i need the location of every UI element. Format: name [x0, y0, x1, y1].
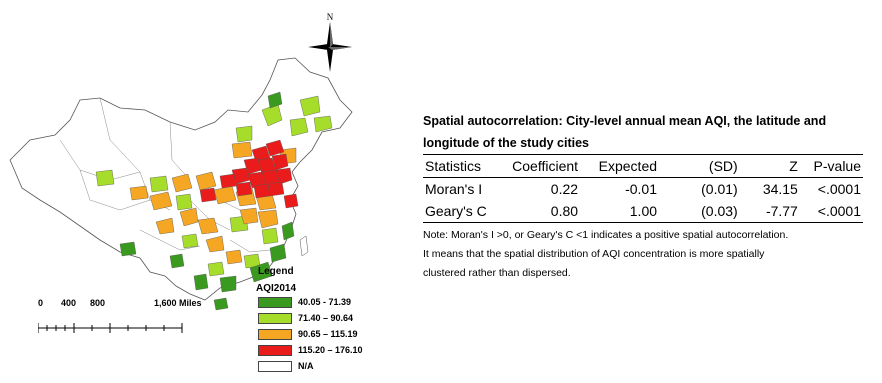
legend-label: 115.20 – 176.10 [298, 345, 363, 355]
legend-item: 115.20 – 176.10 [258, 342, 408, 358]
caption-line-2: longitude of the study cities [423, 136, 589, 150]
legend-label: 71.40 – 90.64 [298, 313, 354, 323]
island-taiwan [299, 235, 309, 257]
table-row: Moran's I 0.22 -0.01 (0.01) 34.15 <.0001 [423, 178, 863, 201]
column-header: P-value [799, 154, 863, 178]
table-cell: 1.00 [580, 200, 660, 223]
legend-subtitle: AQI2014 [256, 283, 297, 294]
table-cell: Geary's C [423, 200, 502, 223]
legend-item: 90.65 – 115.19 [258, 326, 408, 342]
column-header: (SD) [659, 154, 740, 178]
column-header: Expected [580, 154, 660, 178]
scale-label: 1,600 Miles [154, 298, 202, 308]
column-header: Coefficient [501, 154, 581, 178]
table-header-row: Statistics Coefficient Expected (SD) Z P… [423, 154, 863, 178]
autocorrelation-table-panel: Spatial autocorrelation: City-level annu… [423, 110, 863, 283]
legend-swatch [258, 312, 292, 324]
north-label: N [326, 12, 334, 22]
aqi-class-2-regions [95, 95, 333, 277]
scale-label: 400 [61, 298, 77, 308]
column-header: Statistics [423, 154, 502, 178]
scale-bar-graphic [38, 323, 183, 333]
legend-item: 71.40 – 90.64 [258, 310, 408, 326]
table-note: Note: Moran's I >0, or Geary's C <1 indi… [423, 226, 863, 283]
table-cell: (0.01) [701, 181, 738, 197]
legend-item: N/A [258, 358, 408, 374]
legend-swatch [258, 296, 292, 308]
table-cell: (0.03) [659, 200, 740, 223]
legend-swatch [258, 360, 292, 372]
table-row: Geary's C 0.80 1.00 (0.03) -7.77 <.0001 [423, 200, 863, 223]
caption-line-1: Spatial autocorrelation: City-level annu… [423, 114, 827, 128]
map-legend: Legend AQI2014 40.05 - 71.39 71.40 – 90.… [256, 266, 408, 374]
table-caption: Spatial autocorrelation: City-level annu… [423, 110, 863, 154]
table-cell: <.0001 [799, 200, 863, 223]
compass-icon [308, 22, 352, 72]
column-header: Z [739, 154, 800, 178]
legend-label: 40.05 - 71.39 [298, 297, 352, 307]
scale-label: 0 [38, 298, 44, 308]
scale-labels: 0 400 800 1,600 Miles [30, 298, 230, 312]
north-arrow: N [308, 12, 352, 72]
china-aqi-map [9, 57, 353, 311]
map-panel: N 0 400 800 1,600 Miles [0, 0, 410, 383]
note-line-3: clustered rather than dispersed. [423, 267, 571, 279]
table-cell: -7.77 [739, 200, 800, 223]
scale-label: 800 [90, 298, 106, 308]
table-cell: <.0001 [817, 181, 861, 197]
note-line-2: It means that the spatial distribution o… [423, 248, 765, 260]
legend-title: Legend [258, 266, 294, 277]
aqi-class-1-regions [119, 91, 295, 293]
legend-label: 90.65 – 115.19 [298, 329, 358, 339]
table-cell: Moran's I [425, 181, 483, 197]
table-cell: 34.15 [762, 181, 798, 197]
aqi-class-4-regions [199, 139, 299, 209]
legend-item: 40.05 - 71.39 [258, 294, 408, 310]
legend-swatch [258, 344, 292, 356]
table-cell: 0.22 [550, 181, 579, 197]
autocorrelation-table: Statistics Coefficient Expected (SD) Z P… [423, 154, 863, 223]
island-hainan [213, 297, 229, 311]
table-cell: 0.80 [501, 200, 581, 223]
aqi-class-3-regions [129, 141, 297, 265]
table-cell: -0.01 [625, 181, 658, 197]
scale-bar: 0 400 800 1,600 Miles [30, 298, 230, 342]
legend-swatch [258, 328, 292, 340]
note-line-1: Note: Moran's I >0, or Geary's C <1 indi… [423, 229, 789, 241]
legend-label: N/A [298, 361, 314, 371]
